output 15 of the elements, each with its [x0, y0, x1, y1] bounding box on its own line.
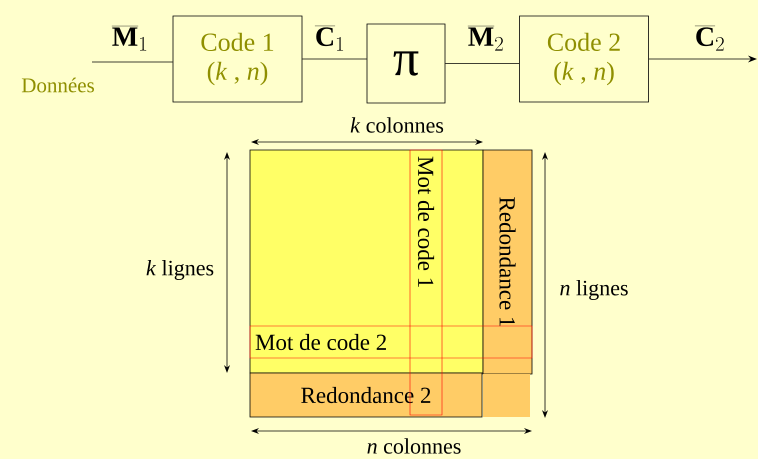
process-box: Code 2 (k , n) [519, 16, 649, 102]
edge-label: $\overline{\mathbf{C}}_{1}$ [314, 26, 344, 51]
edge-label: $\overline{\mathbf{M}}_{1}$ [112, 26, 146, 51]
information-block [250, 150, 484, 374]
dimension-label: k colonnes [350, 117, 444, 133]
caption-text: Données [22, 78, 94, 92]
codeword-row: Mot de code 2 [250, 326, 532, 358]
edge-label: $\overline{\mathbf{M}}_{2}$ [468, 26, 503, 51]
dimension-label: n colonnes [367, 438, 461, 454]
process-box: Code 1 (k , n) [172, 16, 302, 102]
dimension-label: k lignes [146, 260, 214, 280]
edge-label: $\overline{\mathbf{C}}_{2}$ [694, 26, 724, 51]
dimension-label: n lignes [560, 280, 628, 300]
redundancy-corner [483, 374, 530, 417]
interleaver-box: π [366, 24, 446, 104]
